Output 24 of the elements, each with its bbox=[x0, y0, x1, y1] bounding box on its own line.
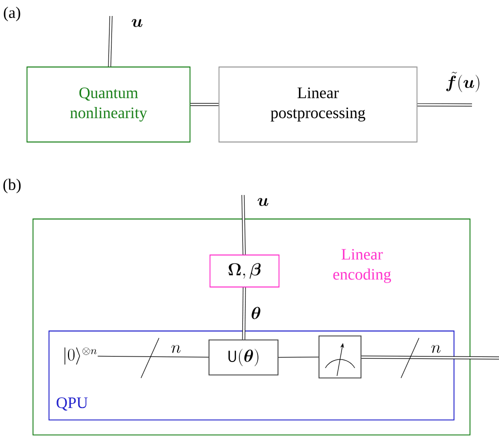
edge-label: $\tilde{\boldsymbol{f}}(\boldsymbol{u})$ bbox=[446, 72, 480, 92]
meter-drawing bbox=[318, 336, 362, 378]
process-box: Quantum nonlinearity bbox=[26, 66, 190, 142]
connector bbox=[242, 287, 246, 340]
connector bbox=[278, 356, 319, 358]
edge-label: $n$ bbox=[171, 345, 181, 353]
panel-label: (b) bbox=[3, 178, 21, 194]
connector bbox=[108, 16, 112, 67]
group-frame bbox=[32, 218, 470, 436]
edge-label: $\boldsymbol{\theta}$ bbox=[252, 306, 260, 320]
connector bbox=[361, 356, 499, 360]
node-label: Linear encoding bbox=[333, 248, 392, 284]
connector bbox=[190, 103, 219, 106]
panel-label: (a) bbox=[4, 6, 20, 22]
edge-label: $n$ bbox=[431, 345, 441, 353]
edge-label: $\boldsymbol{u}$ bbox=[258, 198, 268, 206]
gate-box: $\mathsf{U}(\boldsymbol{\theta})$ bbox=[208, 340, 278, 376]
process-box: Linear postprocessing bbox=[218, 66, 418, 142]
matrix-box: $\boldsymbol{\Omega},\boldsymbol{\beta}$ Linear encoding bbox=[210, 248, 392, 288]
edge-label: $\boldsymbol{u}$ bbox=[132, 19, 142, 27]
connector bbox=[242, 194, 246, 255]
connector bbox=[97, 356, 209, 358]
state-label: $|0\rangle^{\otimes n}$ bbox=[64, 347, 97, 365]
connector bbox=[417, 103, 472, 106]
